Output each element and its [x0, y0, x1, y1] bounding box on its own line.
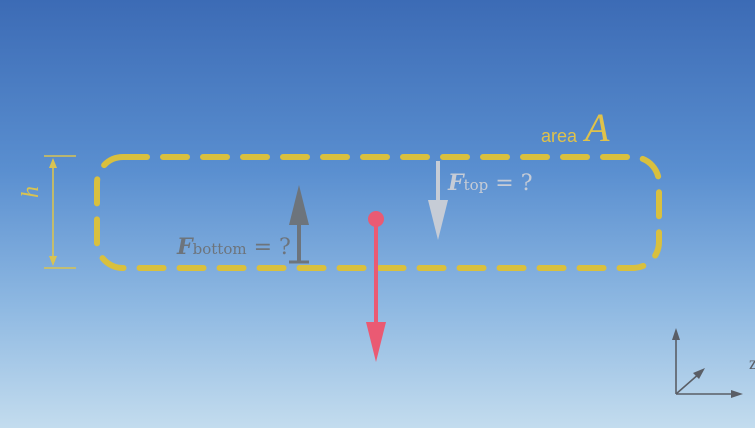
height-label: h	[18, 186, 44, 198]
height-dimension	[44, 155, 76, 269]
area-word-label: area	[541, 126, 578, 146]
area-symbol-label: A	[585, 105, 610, 150]
weight-arrow	[366, 211, 386, 362]
axis-z-label: z	[749, 353, 755, 373]
force-bottom-symbol: F	[177, 234, 193, 260]
force-top-symbol: F	[448, 170, 464, 196]
force-bottom-suffix: = ?	[246, 235, 291, 260]
force-bottom-label: Fbottom = ?	[177, 234, 291, 260]
force-bottom-arrow	[289, 185, 309, 264]
force-top-arrow	[428, 161, 448, 240]
force-top-suffix: = ?	[488, 171, 533, 196]
force-bottom-subscript: bottom	[192, 240, 247, 258]
force-top-label: Ftop = ?	[448, 170, 533, 196]
coordinate-axes	[672, 328, 743, 398]
force-top-subscript: top	[463, 176, 489, 194]
